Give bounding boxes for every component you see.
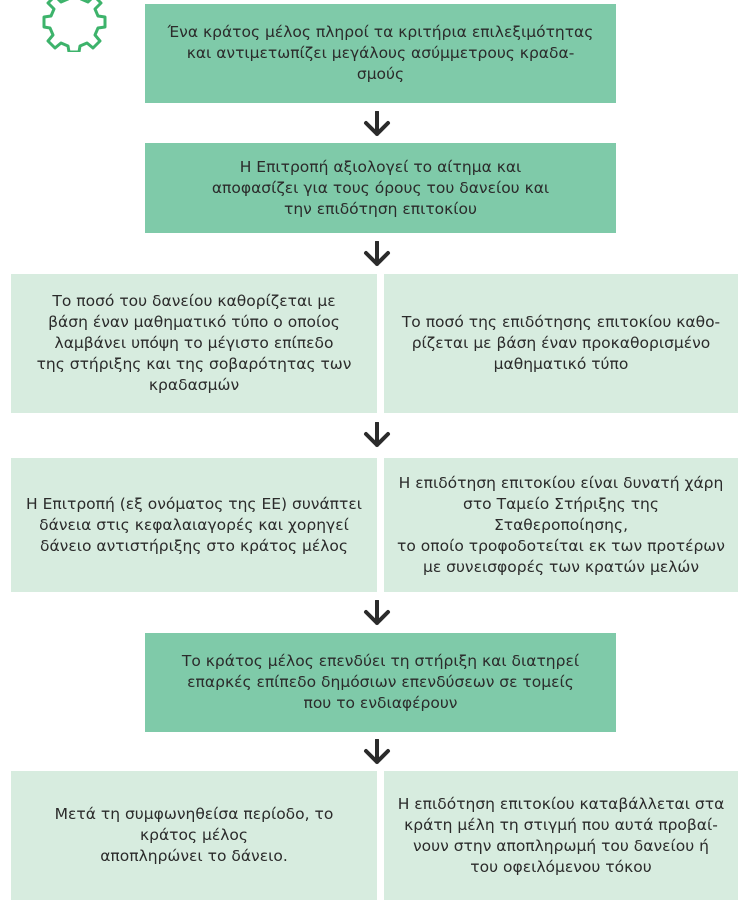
arrow-down-icon	[364, 241, 390, 266]
commission-borrowing-box: Η Επιτροπή (εξ ονόματος της ΕΕ) συνάπτει…	[11, 458, 377, 592]
step-eligibility-text: Ένα κράτος μέλος πληροί τα κριτήρια επιλ…	[167, 23, 594, 83]
step-assessment-text: Η Επιτροπή αξιολογεί το αίτημα και αποφα…	[211, 157, 550, 218]
loan-repayment-box: Μετά τη συμφωνηθείσα περίοδο, το κράτος …	[11, 771, 377, 900]
step-eligibility-box: Ένα κράτος μέλος πληροί τα κριτήρια επιλ…	[145, 4, 616, 103]
arrow-down-icon	[364, 739, 390, 764]
loan-amount-text: Το ποσό του δανείου καθορίζεται με βάση …	[36, 292, 352, 394]
step-assessment-box: Η Επιτροπή αξιολογεί το αίτημα και αποφα…	[145, 143, 616, 233]
stabilisation-fund-text: Η επιδότηση επιτοκίου είναι δυνατή χάρη …	[397, 473, 725, 576]
commission-borrowing-text: Η Επιτροπή (εξ ονόματος της ΕΕ) συνάπτει…	[26, 494, 362, 555]
arrow-down-icon	[364, 422, 390, 447]
stabilisation-fund-box: Η επιδότηση επιτοκίου είναι δυνατή χάρη …	[384, 458, 738, 592]
arrow-down-icon	[364, 600, 390, 625]
interest-subsidy-amount-text: Το ποσό της επιδότησης επιτοκίου καθο- ρ…	[401, 313, 721, 373]
member-state-invests-box: Το κράτος μέλος επενδύει τη στήριξη και …	[145, 633, 616, 732]
subsidy-payment-text: Η επιδότηση επιτοκίου καταβάλλεται στα κ…	[397, 794, 725, 876]
subsidy-payment-box: Η επιδότηση επιτοκίου καταβάλλεται στα κ…	[384, 771, 738, 900]
loan-repayment-text: Μετά τη συμφωνηθείσα περίοδο, το κράτος …	[54, 805, 334, 865]
arrow-down-icon	[364, 111, 390, 136]
loan-amount-box: Το ποσό του δανείου καθορίζεται με βάση …	[11, 274, 377, 413]
interest-subsidy-amount-box: Το ποσό της επιδότησης επιτοκίου καθο- ρ…	[384, 274, 738, 413]
gear-icon	[42, 0, 107, 52]
member-state-invests-text: Το κράτος μέλος επενδύει τη στήριξη και …	[181, 652, 580, 712]
